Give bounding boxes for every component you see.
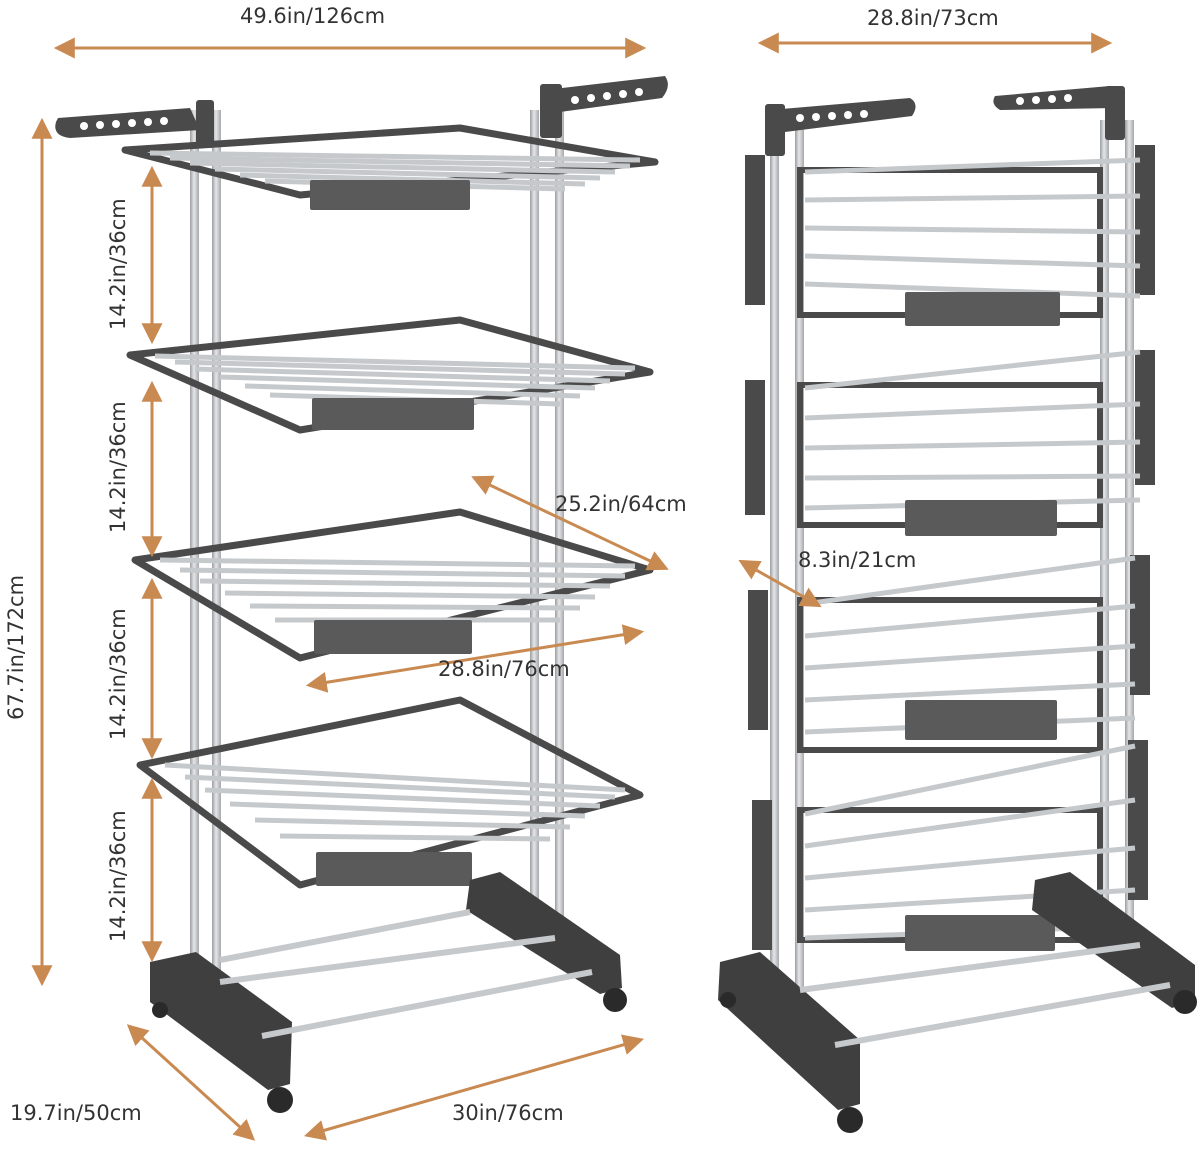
label-tier-spacing-1: 14.2in/36cm xyxy=(106,198,130,330)
arrow-shelf-width xyxy=(305,624,645,693)
arrow-shelf-depth xyxy=(471,475,669,571)
right-rack-tier-2 xyxy=(745,349,1155,536)
label-base-depth: 19.7in/50cm xyxy=(10,1101,142,1125)
left-rack-unfolded xyxy=(55,76,668,1113)
right-rack-tier-3 xyxy=(748,555,1150,753)
label-tier-spacing-3: 14.2in/36cm xyxy=(106,608,130,740)
left-rack-shelf-4 xyxy=(136,696,644,889)
right-rack-top-hangers xyxy=(765,86,1125,156)
label-tier-spacing-4: 14.2in/36cm xyxy=(106,810,130,942)
label-right-overall-width: 28.8in/73cm xyxy=(867,6,999,30)
arrow-base-width xyxy=(303,1034,645,1141)
right-rack-folded xyxy=(718,86,1197,1133)
right-rack-tier-1 xyxy=(745,145,1155,326)
left-rack-shelf-1 xyxy=(121,124,659,210)
right-rack-base xyxy=(718,872,1197,1133)
left-rack-shelf-2 xyxy=(126,316,654,434)
label-folded-depth: 8.3in/21cm xyxy=(798,548,917,572)
label-tier-spacing-2: 14.2in/36cm xyxy=(106,401,130,533)
arrow-base-depth xyxy=(126,1024,256,1141)
left-rack-base xyxy=(150,872,627,1113)
label-left-overall-width: 49.6in/126cm xyxy=(240,4,386,28)
arrow-folded-depth xyxy=(738,559,822,608)
label-overall-height: 67.7in/172cm xyxy=(4,574,28,720)
dimension-arrows xyxy=(31,32,1113,1141)
left-rack-top-hangers xyxy=(55,76,668,148)
label-shelf-width: 28.8in/76cm xyxy=(438,657,570,681)
label-shelf-depth: 25.2in/64cm xyxy=(555,492,687,516)
label-base-width: 30in/76cm xyxy=(452,1101,564,1125)
